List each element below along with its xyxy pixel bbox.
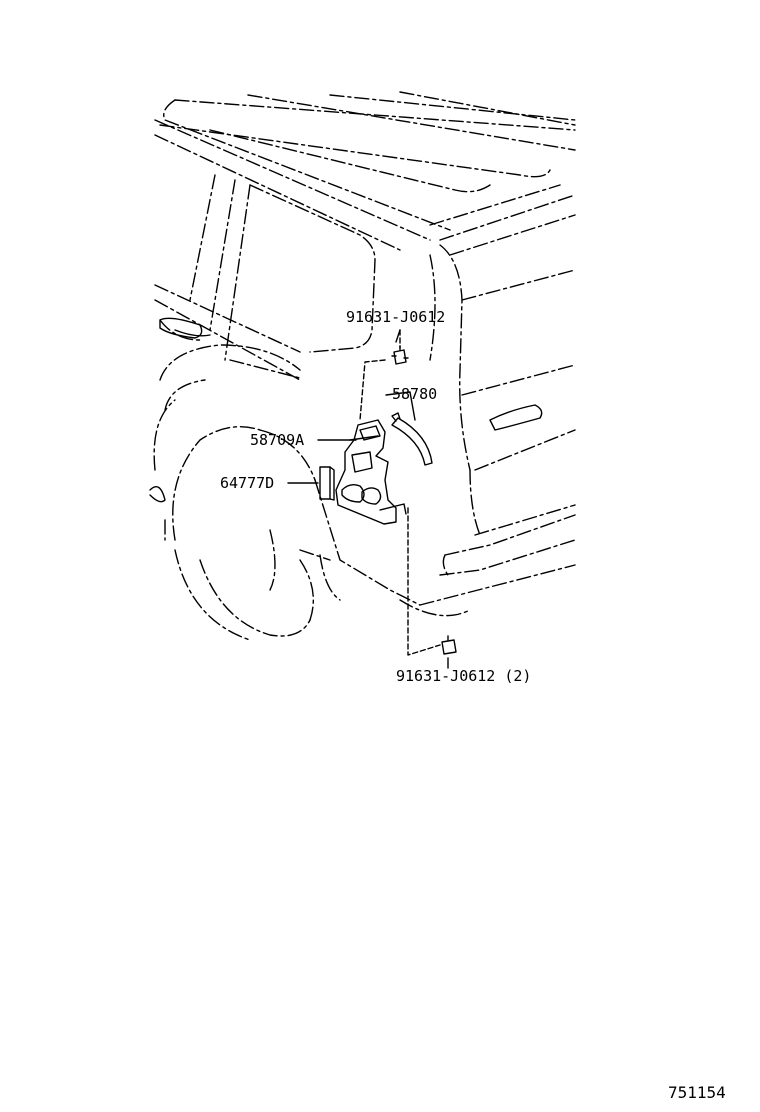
door-handle-right — [489, 404, 543, 431]
door-handle-left — [159, 317, 211, 339]
callout-label-91631-J0612-qty2: 91631-J0612 (2) — [396, 667, 532, 685]
bolt-bottom-icon — [441, 635, 457, 655]
mudflap-detail — [149, 486, 166, 503]
vehicle-outline — [153, 91, 576, 641]
bracket-arc-icon — [391, 412, 433, 466]
callout-label-91631-J0612: 91631-J0612 — [346, 308, 446, 326]
callout-label-58709A: 58709A — [250, 431, 305, 449]
callout-label-64777D: 64777D — [220, 474, 275, 492]
bracket-main-icon — [335, 419, 407, 525]
clip-icon — [319, 466, 335, 501]
leader-lines — [287, 329, 449, 669]
figure-number: 751154 — [668, 1083, 726, 1102]
callout-label-58780: 58780 — [392, 385, 438, 403]
bolt-top-icon — [391, 345, 409, 365]
